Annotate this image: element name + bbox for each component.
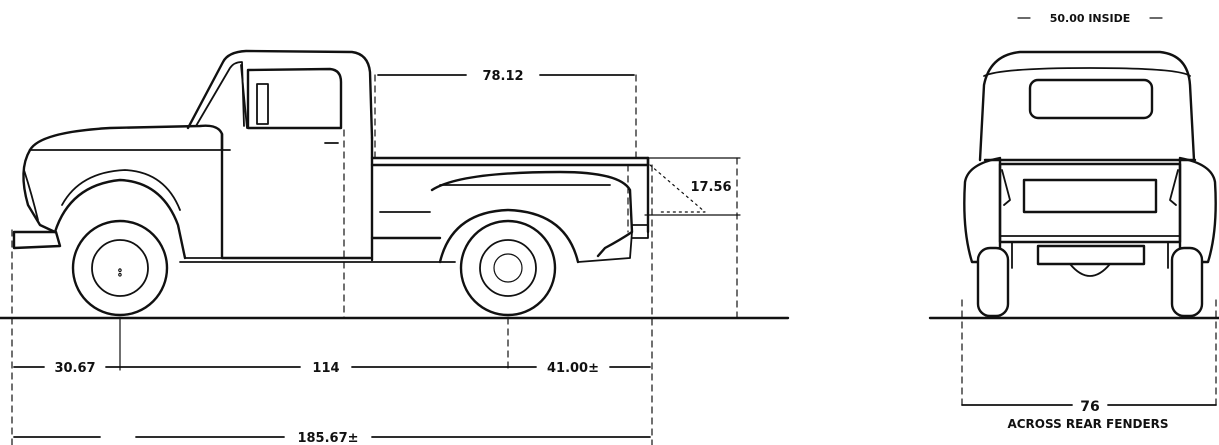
tailgate-open-outline	[649, 164, 706, 213]
overall-length-value: 185.67±	[297, 431, 358, 445]
front-grille-edge	[23, 169, 39, 221]
tailgate-panel	[1022, 178, 1158, 214]
hood	[28, 124, 224, 152]
front-wheel: ⦂	[71, 219, 169, 317]
rear-fender	[430, 170, 634, 258]
right-rear-tire	[1170, 246, 1204, 318]
front-bumper	[12, 230, 62, 250]
front-overhang-value: 30.67	[54, 361, 95, 376]
rear-cab-roof-line	[983, 67, 1191, 77]
rear-wheel-arch	[438, 208, 580, 264]
bed-top-rail	[370, 156, 650, 167]
right-tailgate-chain	[1169, 169, 1179, 206]
cab-back-bottom	[220, 132, 372, 260]
left-rear-tire	[976, 246, 1010, 318]
rear-bumper	[1036, 244, 1146, 266]
rear-fender-bottom	[577, 231, 633, 263]
differential	[1069, 263, 1111, 277]
left-tailgate-chain	[1001, 169, 1011, 206]
side-view: ⦂ 78.12 17.56 30.67 114 41.00±	[0, 49, 790, 445]
side-window	[246, 67, 343, 130]
wheelbase-value: 114	[312, 361, 339, 376]
rear-bumper	[631, 224, 649, 239]
bed-height-value: 17.56	[690, 180, 731, 195]
svg-text:⦂: ⦂	[118, 265, 122, 280]
tailgate	[998, 162, 1182, 244]
right-rear-fender	[1178, 156, 1217, 264]
rear-width-value: 76	[1080, 399, 1099, 415]
left-rear-fender	[963, 156, 1002, 264]
front-fender-line	[61, 169, 181, 211]
rear-view: 50.00 INSIDE 76 ACROSS REAR FENDERS	[928, 12, 1219, 431]
rear-window	[1028, 78, 1154, 120]
rear-wheel	[459, 219, 557, 317]
inside-width-value: 50.00 INSIDE	[1050, 12, 1131, 25]
a-pillar	[240, 64, 248, 129]
front-fender-nose	[22, 148, 57, 234]
windshield	[195, 61, 245, 127]
vent-window	[256, 83, 269, 125]
front-wheel-arch	[53, 178, 187, 260]
rear-width-label: ACROSS REAR FENDERS	[1007, 417, 1168, 431]
cab-roof	[186, 49, 374, 140]
rear-overhang-value: 41.00±	[547, 361, 599, 376]
bed-length-value: 78.12	[482, 69, 523, 84]
rear-cab-outline	[978, 50, 1196, 162]
